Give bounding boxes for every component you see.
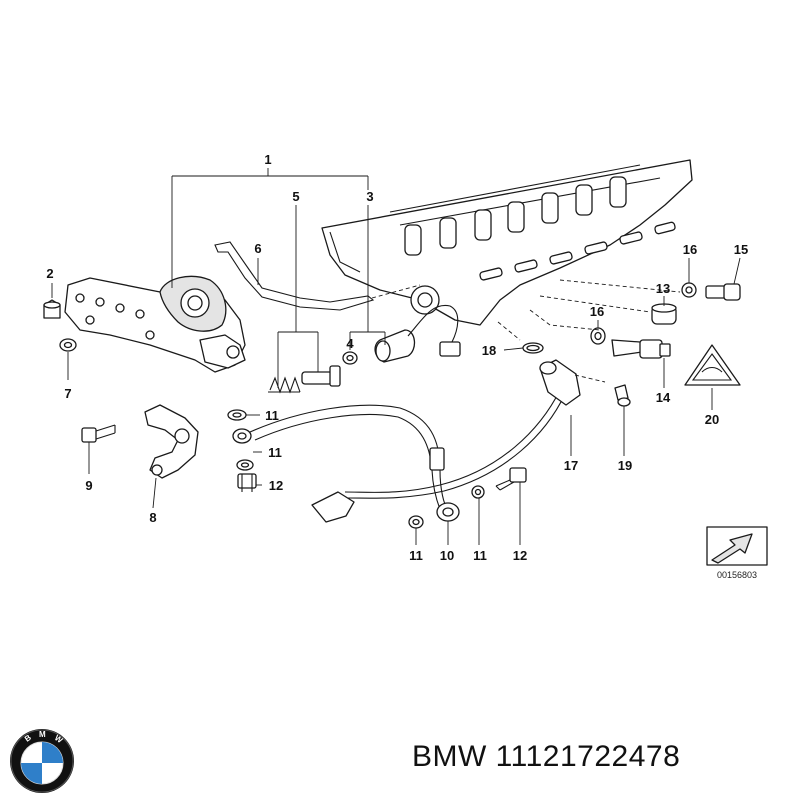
callout-14: 14 bbox=[656, 390, 671, 405]
callout-19: 19 bbox=[618, 458, 632, 473]
part-5-spring bbox=[268, 376, 301, 394]
callout-11-bottom-a: 11 bbox=[409, 548, 423, 563]
part-6-gasket bbox=[214, 241, 375, 311]
part-11-washer-right-a bbox=[408, 515, 424, 529]
part-11-washer-lower bbox=[236, 459, 254, 471]
part-17-sensor bbox=[539, 359, 581, 406]
reference-arrow-box bbox=[706, 526, 768, 566]
callout-16-lower: 16 bbox=[590, 304, 604, 319]
callout-17: 17 bbox=[564, 458, 578, 473]
part-7-washer bbox=[59, 338, 77, 352]
cylinder-head-cover bbox=[321, 159, 693, 326]
callout-11-left-lower: 11 bbox=[268, 445, 282, 460]
callout-16-upper: 16 bbox=[683, 242, 697, 257]
part-12-bolt-left bbox=[237, 473, 257, 492]
brand-name: BMW bbox=[412, 740, 487, 773]
callout-10: 10 bbox=[440, 548, 454, 563]
part-11-washer-right-b bbox=[471, 485, 485, 499]
part-12-bolt-right bbox=[495, 467, 527, 491]
part-9-bolt bbox=[81, 424, 116, 443]
part-20-warning-label bbox=[684, 344, 741, 386]
part-number-caption: BMW 11121722478 bbox=[412, 740, 680, 774]
part-15-sensor bbox=[705, 283, 741, 301]
part-4-washer bbox=[342, 351, 358, 365]
part-3-solenoid bbox=[374, 304, 461, 363]
part-10-banjo bbox=[436, 502, 460, 522]
svg-text:M: M bbox=[39, 730, 46, 739]
callout-12-left: 12 bbox=[269, 478, 283, 493]
reference-code: 00156803 bbox=[717, 570, 757, 580]
part-19-screw bbox=[614, 384, 631, 407]
part-8-bracket bbox=[144, 404, 199, 479]
vanos-housing bbox=[64, 275, 246, 373]
part-18-o-ring bbox=[522, 342, 544, 354]
callout-1: 1 bbox=[264, 152, 271, 167]
part-10-oil-pipe bbox=[232, 404, 449, 515]
part-16-washer-lower bbox=[590, 327, 606, 345]
cover-towers bbox=[404, 176, 627, 256]
part-16-washer-upper bbox=[681, 282, 697, 298]
callout-9: 9 bbox=[85, 478, 92, 493]
part-5-piston bbox=[301, 365, 341, 387]
callout-13: 13 bbox=[656, 281, 670, 296]
bmw-roundel-logo: B M W bbox=[10, 729, 74, 793]
callout-8: 8 bbox=[149, 510, 156, 525]
callout-7: 7 bbox=[64, 386, 71, 401]
callout-11-left-upper: 11 bbox=[265, 408, 279, 423]
callout-5: 5 bbox=[292, 189, 299, 204]
cover-slots bbox=[479, 221, 676, 281]
part-13-plug bbox=[651, 303, 677, 325]
callout-4: 4 bbox=[346, 336, 354, 351]
callout-12-bottom: 12 bbox=[513, 548, 527, 563]
part-14-sensor bbox=[611, 339, 671, 359]
callout-3: 3 bbox=[366, 189, 373, 204]
callout-18: 18 bbox=[482, 343, 496, 358]
part-number: 11121722478 bbox=[495, 740, 681, 773]
callout-20: 20 bbox=[705, 412, 719, 427]
callout-2: 2 bbox=[46, 266, 53, 281]
callout-6: 6 bbox=[254, 241, 261, 256]
svg-text:W: W bbox=[53, 733, 65, 745]
connection-dash-lines bbox=[371, 279, 681, 383]
svg-text:B: B bbox=[23, 733, 33, 744]
callout-11-bottom-b: 11 bbox=[473, 548, 487, 563]
sensor-cable bbox=[311, 389, 566, 523]
part-2-bolt bbox=[43, 299, 61, 319]
leader-lines bbox=[51, 168, 741, 545]
callout-15: 15 bbox=[734, 242, 748, 257]
callout-labels: 1 5 3 6 2 4 7 11 11 12 9 8 18 16 15 13 1… bbox=[46, 152, 748, 563]
part-11-washer-upper bbox=[227, 409, 247, 421]
